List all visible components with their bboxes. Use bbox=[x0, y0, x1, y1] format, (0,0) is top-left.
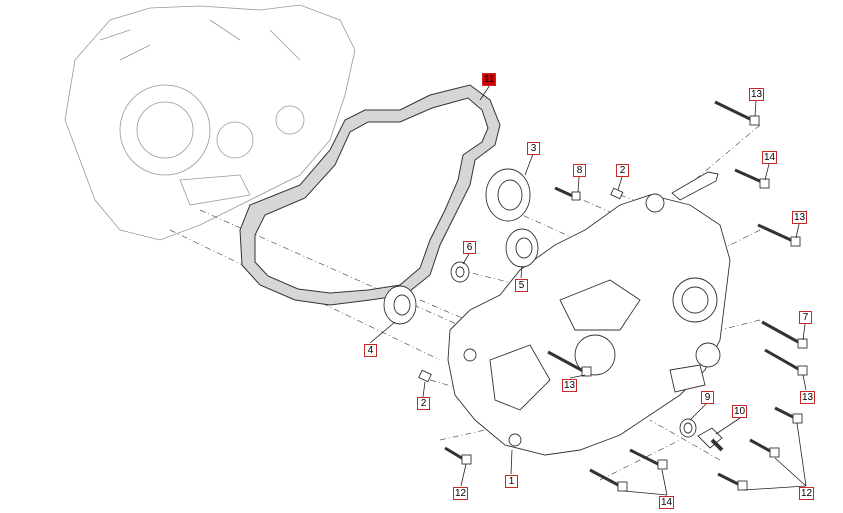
bearing-3[interactable] bbox=[485, 168, 531, 222]
bushing-6[interactable] bbox=[450, 261, 470, 283]
callout-6[interactable]: 6 bbox=[463, 241, 476, 254]
callout-9[interactable]: 9 bbox=[701, 391, 714, 404]
callout-4[interactable]: 4 bbox=[364, 344, 377, 357]
callout-2-lower[interactable]: 2 bbox=[417, 397, 430, 410]
callout-13-mid[interactable]: 13 bbox=[792, 211, 808, 224]
callout-12-right[interactable]: 12 bbox=[799, 487, 815, 500]
dowel-pin-upper[interactable] bbox=[610, 187, 624, 200]
callout-13-center[interactable]: 13 bbox=[562, 379, 578, 392]
crankcase-gasket[interactable] bbox=[239, 84, 501, 306]
bolt-7[interactable] bbox=[761, 320, 808, 349]
callout-1[interactable]: 1 bbox=[505, 475, 518, 488]
bolt-14-bottom-b[interactable] bbox=[589, 468, 628, 492]
callout-13-top[interactable]: 13 bbox=[749, 88, 765, 101]
rear-crankcase-half bbox=[64, 4, 356, 241]
callout-13-lower[interactable]: 13 bbox=[800, 391, 816, 404]
callout-3[interactable]: 3 bbox=[527, 142, 540, 155]
bolt-13-top[interactable] bbox=[714, 100, 760, 126]
bolt-12-right-c[interactable] bbox=[717, 472, 748, 491]
bolts bbox=[444, 100, 808, 492]
bolt-12-right-b[interactable] bbox=[749, 438, 780, 458]
callout-8[interactable]: 8 bbox=[573, 164, 586, 177]
bracket-plate[interactable] bbox=[671, 171, 719, 201]
bolt-8[interactable] bbox=[554, 186, 581, 201]
drain-plug-10[interactable] bbox=[697, 427, 724, 452]
bolt-13-center[interactable] bbox=[547, 350, 592, 377]
bolt-14-bottom-a[interactable] bbox=[629, 448, 668, 470]
callout-2-upper[interactable]: 2 bbox=[616, 164, 629, 177]
bearing-5[interactable] bbox=[505, 228, 539, 268]
bearing-4[interactable] bbox=[383, 285, 417, 325]
callout-11[interactable]: 11 bbox=[482, 73, 497, 86]
callout-5[interactable]: 5 bbox=[515, 279, 528, 292]
leader-lines bbox=[369, 84, 807, 496]
callout-10[interactable]: 10 bbox=[732, 405, 748, 418]
dowel-pin-lower[interactable] bbox=[418, 369, 432, 383]
bolt-13-lower[interactable] bbox=[764, 348, 808, 376]
front-crankcase-half[interactable] bbox=[447, 193, 731, 456]
callout-14-top[interactable]: 14 bbox=[762, 151, 778, 164]
sealing-washer-inner bbox=[683, 422, 693, 434]
bolt-12-right-a[interactable] bbox=[774, 406, 803, 424]
bolt-13-mid[interactable] bbox=[757, 223, 801, 247]
bolt-14-top[interactable] bbox=[734, 168, 770, 189]
callout-12-left[interactable]: 12 bbox=[453, 487, 469, 500]
callout-14-bottom[interactable]: 14 bbox=[659, 496, 675, 509]
bolt-12-left[interactable] bbox=[444, 446, 472, 465]
callout-7[interactable]: 7 bbox=[799, 311, 812, 324]
